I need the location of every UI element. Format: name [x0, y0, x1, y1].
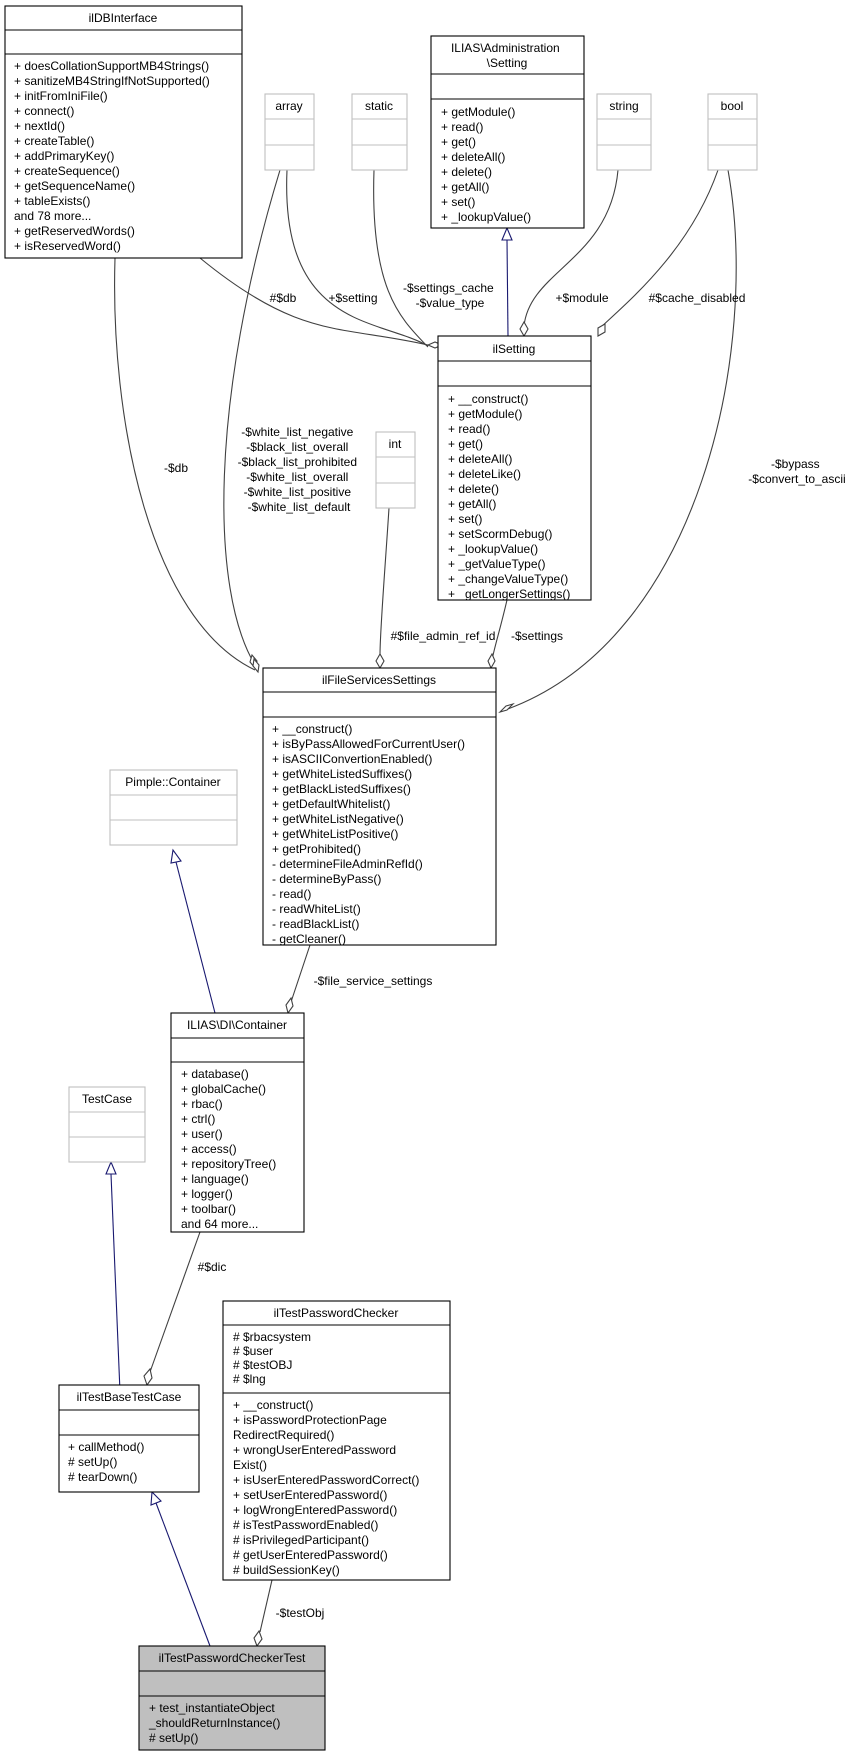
- edge-inherit-arrowhead: [170, 848, 182, 864]
- association-diamond: [285, 996, 294, 1015]
- edge-db-to-fileservices: [114, 257, 256, 671]
- edge-label-bool-setting: #$cache_disabled: [649, 291, 746, 305]
- class-title: bool: [721, 99, 744, 113]
- edge-static-to-ilsetting: [373, 169, 429, 348]
- association-diamond: [375, 652, 385, 670]
- class-methods: + database() + globalCache() + rbac() + …: [181, 1067, 280, 1231]
- edge-inherit-checkertest-testbase: [155, 1502, 211, 1647]
- class-title: array: [275, 99, 302, 113]
- class-methods: + __construct() + isByPassAllowedForCurr…: [272, 722, 468, 946]
- edge-label-string-setting: +$module: [555, 291, 608, 305]
- edge-label-array-fileservices: -$white_list_negative -$black_list_overa…: [238, 425, 361, 514]
- edge-inherit-ilsetting-adminsetting: [506, 239, 509, 337]
- class-title: ilTestBaseTestCase: [77, 1390, 182, 1404]
- class-iltestpasswordchecker[interactable]: ilTestPasswordChecker # $rbacsystem # $u…: [222, 1300, 451, 1581]
- class-string[interactable]: string: [596, 93, 652, 171]
- edge-checker-to-checkertest: [259, 1579, 273, 1633]
- edge-array-to-fileservices: [223, 169, 281, 666]
- edge-inherit-arrowhead: [150, 1490, 162, 1506]
- class-ildbinterface[interactable]: ilDBInterface + doesCollationSupportMB4S…: [4, 5, 243, 259]
- edge-inherit-arrowhead: [105, 1160, 117, 1175]
- edge-dicontainer-to-testbase: [149, 1231, 201, 1373]
- class-int[interactable]: int: [375, 431, 416, 509]
- class-methods: + __construct() + getModule() + read() +…: [448, 392, 572, 601]
- association-diamond: [597, 323, 606, 337]
- edge-array-to-ilsetting: [286, 169, 429, 347]
- association-diamond: [487, 652, 496, 670]
- class-title: int: [389, 437, 402, 451]
- edge-inherit-testbase-testcase: [110, 1173, 121, 1393]
- edge-bool-to-ilsetting: [599, 169, 719, 329]
- class-pimple-container[interactable]: Pimple::Container: [109, 769, 238, 846]
- class-title: ilFileServicesSettings: [322, 673, 436, 687]
- class-attributes: # $rbacsystem # $user # $testOBJ # $lng: [233, 1330, 314, 1386]
- edge-label-array-setting: +$setting: [328, 291, 377, 305]
- class-methods: + callMethod() # setUp() # tearDown(): [68, 1440, 148, 1484]
- edge-label-container-testbase: #$dic: [198, 1260, 227, 1274]
- class-bool[interactable]: bool: [707, 93, 758, 171]
- class-methods: + getModule() + read() + get() + deleteA…: [441, 105, 531, 224]
- class-title: TestCase: [82, 1092, 132, 1106]
- class-title: string: [609, 99, 638, 113]
- edge-label-checker-test: -$testObj: [276, 1606, 325, 1620]
- edge-label-fileservices-container: -$file_service_settings: [314, 974, 433, 988]
- association-diamond: [143, 1367, 153, 1387]
- edge-inherit-dicontainer-pimple: [175, 861, 216, 1014]
- edge-db-to-ilsetting: [199, 257, 429, 346]
- class-testcase[interactable]: TestCase: [68, 1086, 146, 1163]
- class-title: ilTestPasswordCheckerTest: [159, 1651, 306, 1665]
- edge-int-to-fileservices: [379, 507, 390, 656]
- edge-fileservices-to-dicontainer: [289, 944, 311, 1006]
- class-iltestbasetestcase[interactable]: ilTestBaseTestCase + callMethod() # setU…: [58, 1384, 200, 1493]
- association-diamond: [253, 1629, 263, 1648]
- class-array[interactable]: array: [264, 93, 315, 171]
- class-di-container[interactable]: ILIAS\DI\Container + database() + global…: [170, 1012, 305, 1233]
- edge-labels: #$db +$setting -$settings_cache -$value_…: [164, 281, 846, 1620]
- edge-string-to-ilsetting: [523, 169, 619, 327]
- class-title: ILIAS\DI\Container: [187, 1018, 287, 1032]
- edge-label-static-setting: -$settings_cache -$value_type: [403, 281, 497, 310]
- class-title: Pimple::Container: [125, 775, 220, 789]
- class-methods: + __construct() + isPasswordProtectionPa…: [233, 1398, 423, 1577]
- edge-label-bool-fileservices: -$bypass -$convert_to_ascii: [748, 457, 845, 486]
- edge-label-db-fileservices: -$db: [164, 461, 188, 475]
- class-methods: + doesCollationSupportMB4Strings() + san…: [14, 59, 213, 253]
- edge-bool-to-fileservices: [504, 169, 737, 711]
- class-title: ilDBInterface: [89, 11, 158, 25]
- class-administration-setting[interactable]: ILIAS\Administration \Setting + getModul…: [430, 35, 585, 229]
- class-methods: + test_instantiateObject _shouldReturnIn…: [148, 1701, 284, 1745]
- edge-label-setting-fileservices: -$settings: [511, 629, 563, 643]
- class-title: ilTestPasswordChecker: [274, 1306, 399, 1320]
- class-ilfileservicessettings[interactable]: ilFileServicesSettings + __construct() +…: [262, 667, 497, 946]
- class-title: static: [365, 99, 393, 113]
- class-iltestpasswordcheckertest[interactable]: ilTestPasswordCheckerTest + test_instant…: [138, 1645, 326, 1751]
- association-diamond: [252, 657, 260, 674]
- class-ilsetting[interactable]: ilSetting + __construct() + getModule() …: [437, 335, 592, 601]
- association-diamond: [498, 702, 515, 714]
- class-title: ilSetting: [493, 342, 536, 356]
- edges: [105, 169, 737, 1648]
- edge-label-db-setting: #$db: [270, 291, 297, 305]
- edge-label-int-fileservices: #$file_admin_ref_id: [391, 629, 496, 643]
- association-diamond: [519, 320, 529, 338]
- class-static[interactable]: static: [351, 93, 408, 171]
- class-title: ILIAS\Administration \Setting: [451, 41, 563, 70]
- edge-inherit-arrowhead: [501, 226, 513, 241]
